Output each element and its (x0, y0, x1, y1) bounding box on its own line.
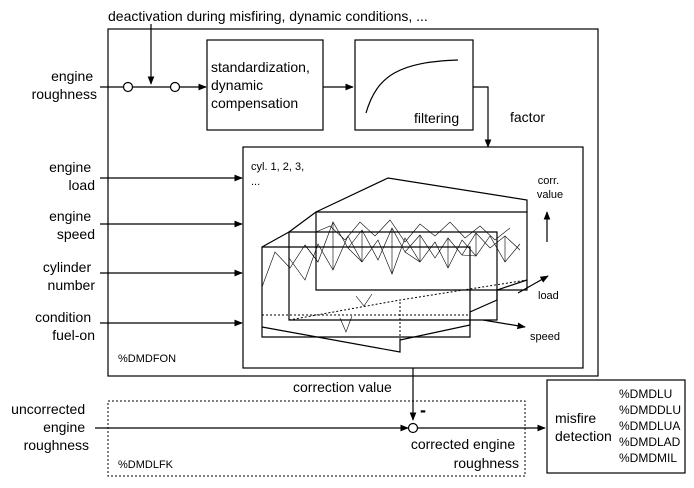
load-axis-arrow (517, 275, 549, 294)
map-base-edges (261, 279, 528, 353)
map-hidden-edges (261, 279, 528, 352)
minus-sign: - (420, 400, 426, 420)
dmdfon-label: %DMDFON (118, 353, 176, 365)
switch-contact-left (122, 81, 134, 93)
load-axis-label: load (538, 290, 559, 302)
map-3d-stack (261, 177, 528, 353)
speed-axis-label: speed (530, 331, 560, 343)
filtering-block (354, 39, 474, 131)
misfire-detection-block (546, 379, 686, 474)
dmdlfk-label: %DMDLFK (118, 459, 174, 471)
dmd-list: %DMDLU %DMDDLU %DMDLUA %DMDLAD %DMDMIL (619, 387, 681, 465)
deactivation-label: deactivation during misfiring, dynamic c… (108, 8, 428, 24)
map-mesh-line-3 (315, 219, 511, 243)
map-block-back (261, 246, 471, 338)
cylinder-label: cyl. 1, 2, 3, ... (251, 161, 307, 188)
input-engine-speed: engine speed (49, 208, 95, 242)
filter-curve-icon (365, 59, 459, 114)
dmd-item: %DMDLAD (619, 435, 681, 449)
map-mesh-lower (339, 293, 373, 333)
standardization-block (206, 39, 324, 131)
input-engine-roughness: engine roughness (32, 68, 97, 102)
dmd-item: %DMDMIL (619, 451, 677, 465)
map-stack-edges (261, 211, 317, 248)
input-condition-fuel-on: condition fuel-on (35, 309, 95, 343)
input-cylinder-number: cylinder number (43, 259, 95, 293)
map-top-face (315, 177, 528, 213)
map-mesh-verticals (332, 222, 506, 274)
factor-label: factor (510, 109, 545, 125)
dmdlfk-block (107, 400, 526, 477)
misfire-detection-label: misfire detection (555, 410, 612, 444)
function-block (107, 28, 599, 377)
corr-value-label: corr. value (537, 175, 563, 201)
standardization-label: standardization, dynamic compensation (211, 59, 314, 111)
correction-value-label: correction value (293, 379, 392, 395)
uncorrected-roughness-label: uncorrected engine roughness (11, 401, 89, 453)
input-engine-load: engine load (49, 159, 95, 193)
dmd-item: %DMDDLU (619, 403, 681, 417)
corrected-roughness-label: corrected engine roughness (411, 436, 519, 471)
filtering-label: filtering (414, 110, 459, 126)
map-block-front (315, 211, 528, 291)
speed-axis-arrow (482, 319, 526, 330)
dmd-item: %DMDLUA (619, 419, 680, 433)
summing-junction (407, 422, 419, 434)
map-mesh-line-2 (288, 235, 521, 281)
map-mesh-cross (304, 244, 477, 263)
switch-contact-right (169, 81, 181, 93)
dmd-item: %DMDLU (619, 387, 672, 401)
map-block-middle (288, 231, 498, 321)
factor-arrow (473, 86, 492, 148)
